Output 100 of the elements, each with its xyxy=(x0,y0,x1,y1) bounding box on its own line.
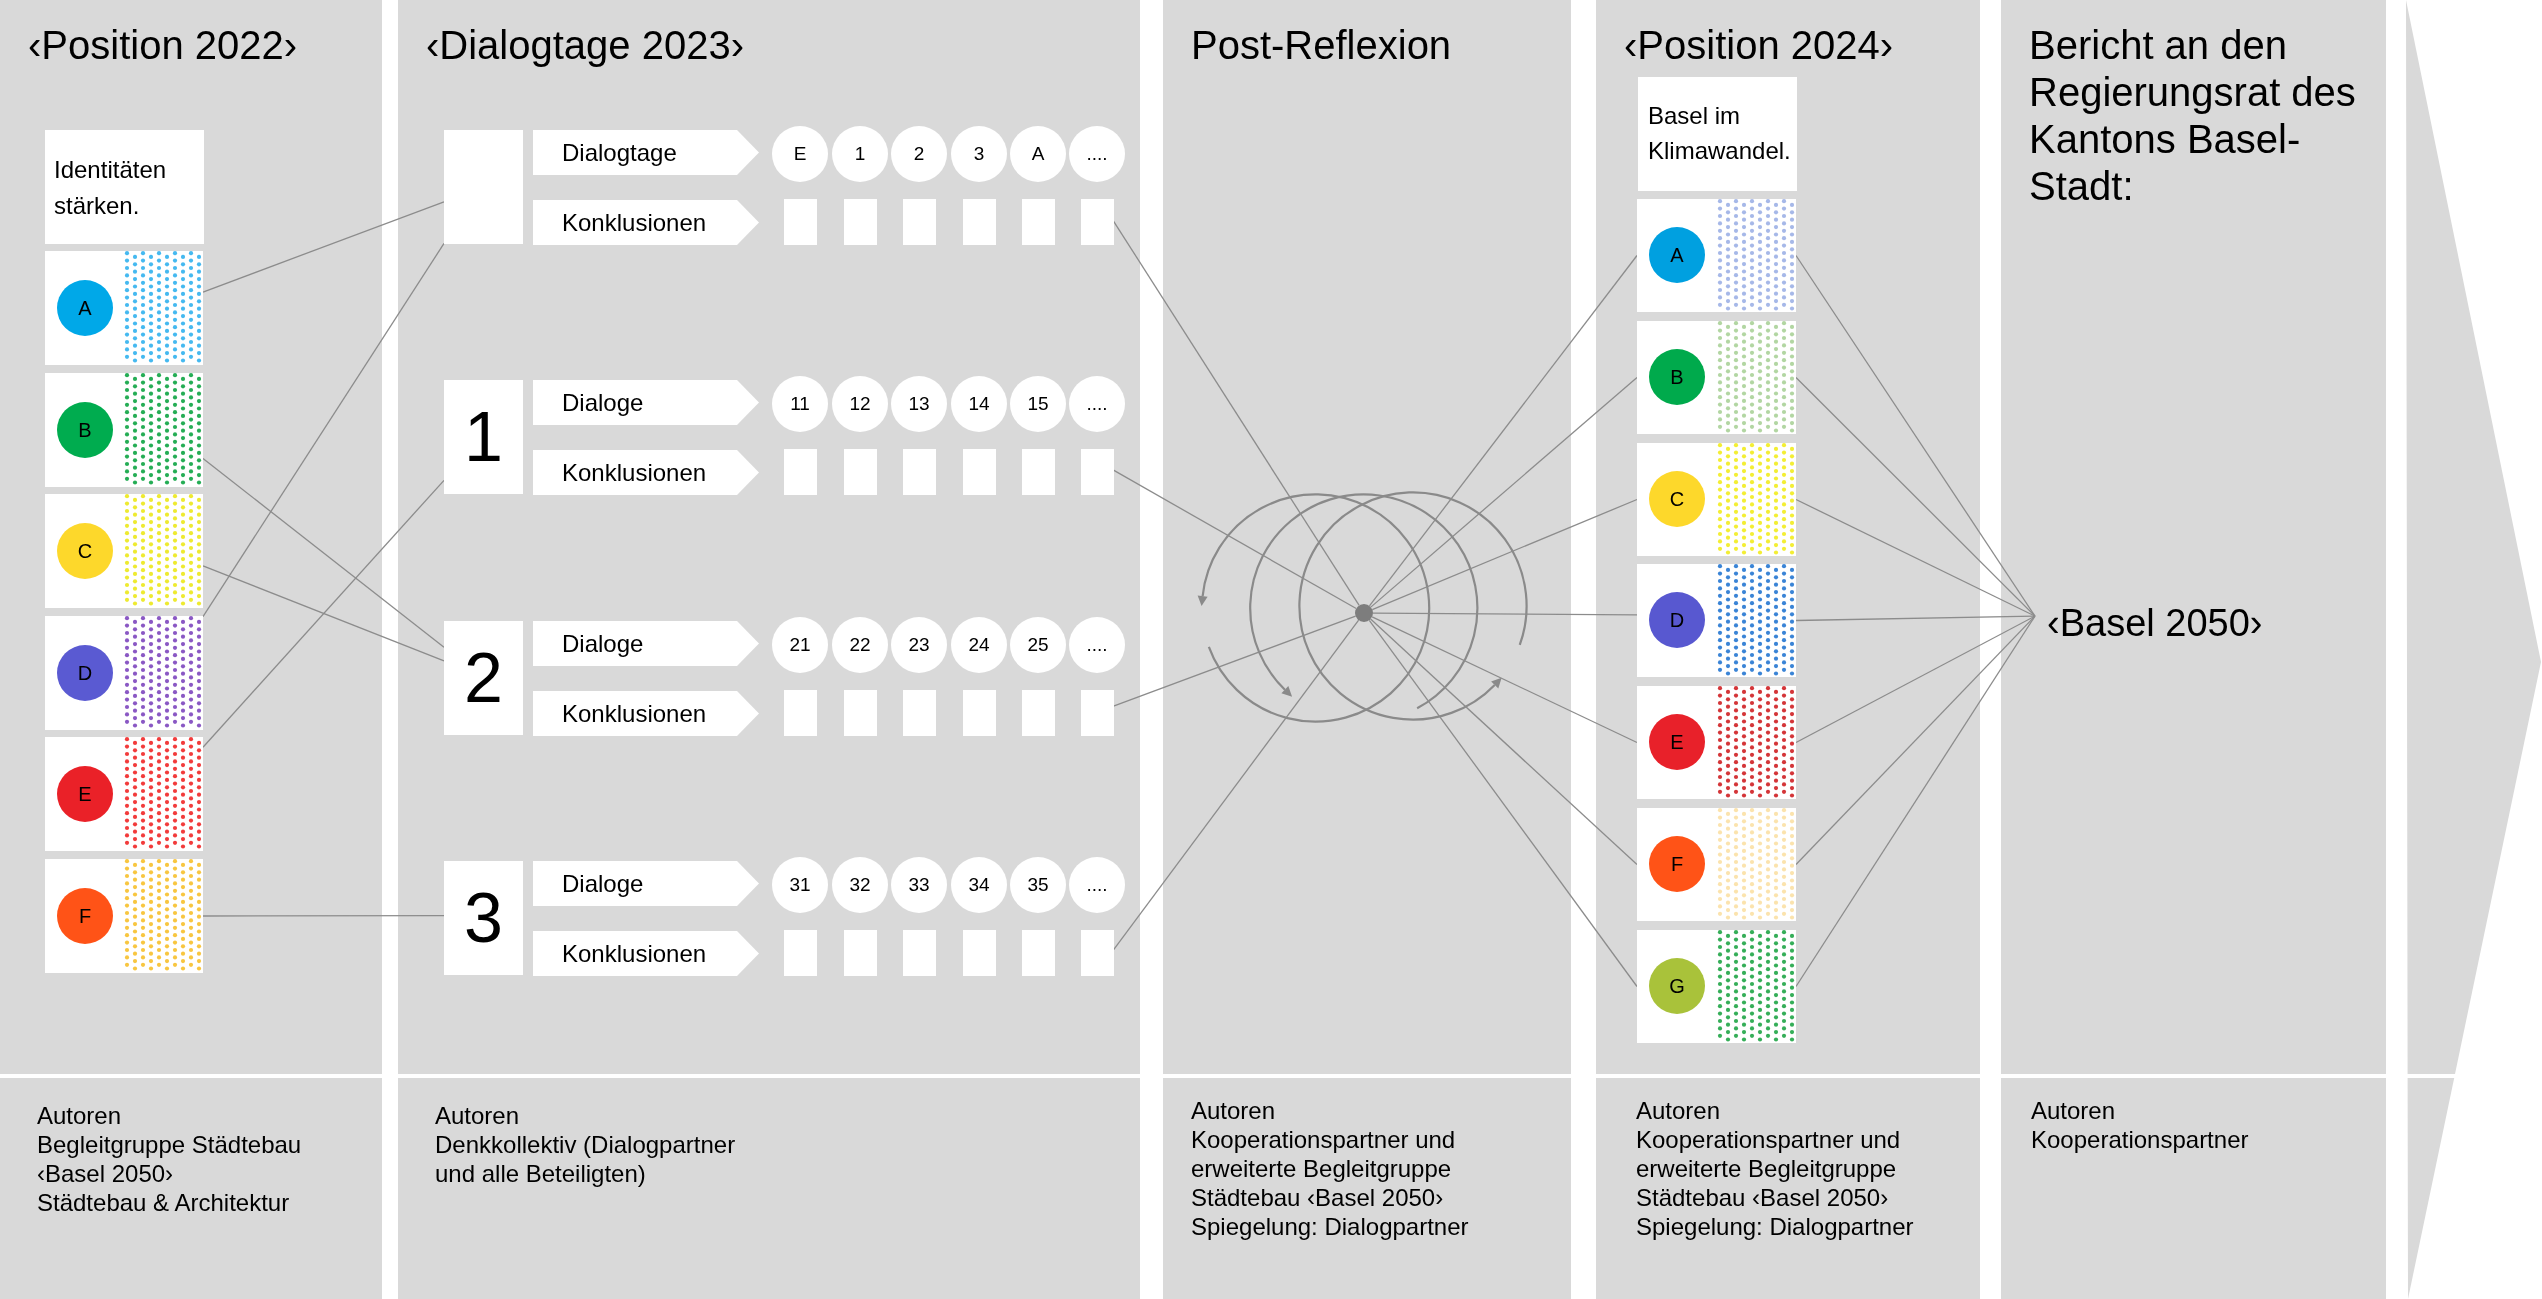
theme-card xyxy=(1637,930,1796,1043)
letter-circle: D xyxy=(1649,592,1705,648)
theme-card xyxy=(45,251,203,365)
number-circle: 24 xyxy=(951,617,1007,673)
theme-card xyxy=(45,494,203,608)
connector-line xyxy=(202,565,445,662)
connector-line xyxy=(1795,254,2036,617)
conclusion-box xyxy=(1021,690,1055,736)
connector-line xyxy=(1112,220,1360,607)
column-heading: Post-Reflexion xyxy=(1191,22,1453,69)
connector-line xyxy=(1368,254,1638,607)
letter-circle: A xyxy=(57,280,113,336)
conclusion-box xyxy=(1021,199,1055,245)
letter-circle: D xyxy=(57,645,113,701)
authors-label: Autoren xyxy=(2031,1096,2117,1125)
conclusion-box xyxy=(843,690,877,736)
footer-panel xyxy=(0,1078,382,1299)
number-circle: 25 xyxy=(1010,617,1066,673)
conclusion-box xyxy=(783,930,817,976)
letter-circle: B xyxy=(1649,349,1705,405)
connector-line xyxy=(1368,619,1638,988)
number-circle: 22 xyxy=(832,617,888,673)
connector-line xyxy=(202,479,445,748)
number-circle: 15 xyxy=(1010,376,1066,432)
statement-card: Basel im Klimawandel. xyxy=(1638,77,1797,191)
column-heading: ‹Position 2024› xyxy=(1624,22,1895,69)
column-heading: ‹Position 2022› xyxy=(28,22,299,69)
connector-line xyxy=(202,242,445,618)
number-circle: 2 xyxy=(891,126,947,182)
conclusion-box xyxy=(1080,690,1114,736)
number-circle: 11 xyxy=(772,376,828,432)
number-circle: 1 xyxy=(832,126,888,182)
statement-card: Identitäten stärken. xyxy=(45,130,204,244)
conclusion-box xyxy=(962,449,996,495)
authors-text: Kooperationspartner und erweiterte Begleitgruppe Städtebau ‹Basel 2050› xyxy=(1636,1125,1902,1212)
connector-line xyxy=(1112,619,1360,951)
arrow-tag: Konklusionen xyxy=(533,931,759,976)
footer-panel xyxy=(1596,1078,1980,1299)
authors-text: Städtebau & Architektur xyxy=(37,1188,291,1217)
theme-card xyxy=(1637,321,1796,434)
conclusion-box xyxy=(783,199,817,245)
connector-line xyxy=(1795,615,2036,744)
connector-line xyxy=(1795,615,2036,866)
letter-circle: F xyxy=(57,888,113,944)
empty-box xyxy=(444,130,523,244)
conclusion-box xyxy=(962,930,996,976)
conclusion-box xyxy=(902,690,936,736)
theme-card xyxy=(45,859,203,973)
conclusion-box xyxy=(783,690,817,736)
number-circle: 23 xyxy=(891,617,947,673)
conclusion-box xyxy=(1080,930,1114,976)
connector-line xyxy=(1112,469,1357,610)
number-circle: 12 xyxy=(832,376,888,432)
hub-dot xyxy=(1355,604,1373,622)
number-circle: 35 xyxy=(1010,857,1066,913)
number-circle: 31 xyxy=(772,857,828,913)
authors-text: Spiegelung: Dialogpartner xyxy=(1636,1212,1915,1241)
arrow-tag: Konklusionen xyxy=(533,200,759,245)
connector-line xyxy=(1372,612,1638,616)
number-box: 1 xyxy=(444,380,523,494)
conclusion-box xyxy=(962,690,996,736)
authors-label: Autoren xyxy=(1636,1096,1722,1125)
number-circle: .... xyxy=(1069,376,1125,432)
connector-line xyxy=(1369,618,1638,866)
number-circle: 32 xyxy=(832,857,888,913)
connector-line xyxy=(1795,498,2036,617)
conclusion-box xyxy=(1021,449,1055,495)
letter-circle: G xyxy=(1649,958,1705,1014)
arrow-tag: Dialoge xyxy=(533,621,759,666)
column-panel xyxy=(398,0,1140,1074)
number-box: 3 xyxy=(444,861,523,975)
conclusion-box xyxy=(1080,199,1114,245)
number-circle: 33 xyxy=(891,857,947,913)
conclusion-box xyxy=(902,199,936,245)
number-circle: 13 xyxy=(891,376,947,432)
letter-circle: B xyxy=(57,402,113,458)
number-circle: 3 xyxy=(951,126,1007,182)
arrow-tag: Konklusionen xyxy=(533,450,759,495)
theme-card xyxy=(1637,564,1796,677)
authors-text: Denkkollektiv (Dialogpartner und alle Beteiligten) xyxy=(435,1130,737,1188)
conclusion-box xyxy=(902,930,936,976)
conclusion-box xyxy=(843,199,877,245)
column-panel xyxy=(2001,0,2386,1074)
arrow-tag: Dialogtage xyxy=(533,130,759,175)
footer-panel xyxy=(2001,1078,2386,1299)
authors-label: Autoren xyxy=(435,1101,521,1130)
number-circle: 21 xyxy=(772,617,828,673)
authors-label: Autoren xyxy=(37,1101,123,1130)
conclusion-box xyxy=(1080,449,1114,495)
connector-line xyxy=(1371,616,1638,744)
connector-line xyxy=(202,457,445,648)
column-heading: ‹Dialogtage 2023› xyxy=(426,22,745,69)
theme-card xyxy=(1637,808,1796,921)
connector-line xyxy=(1370,376,1638,608)
connector-line xyxy=(202,915,445,917)
theme-card xyxy=(45,616,203,730)
letter-circle: A xyxy=(1649,227,1705,283)
goal-text: ‹Basel 2050› xyxy=(2035,600,2263,646)
number-circle: 14 xyxy=(951,376,1007,432)
letter-circle: F xyxy=(1649,836,1705,892)
